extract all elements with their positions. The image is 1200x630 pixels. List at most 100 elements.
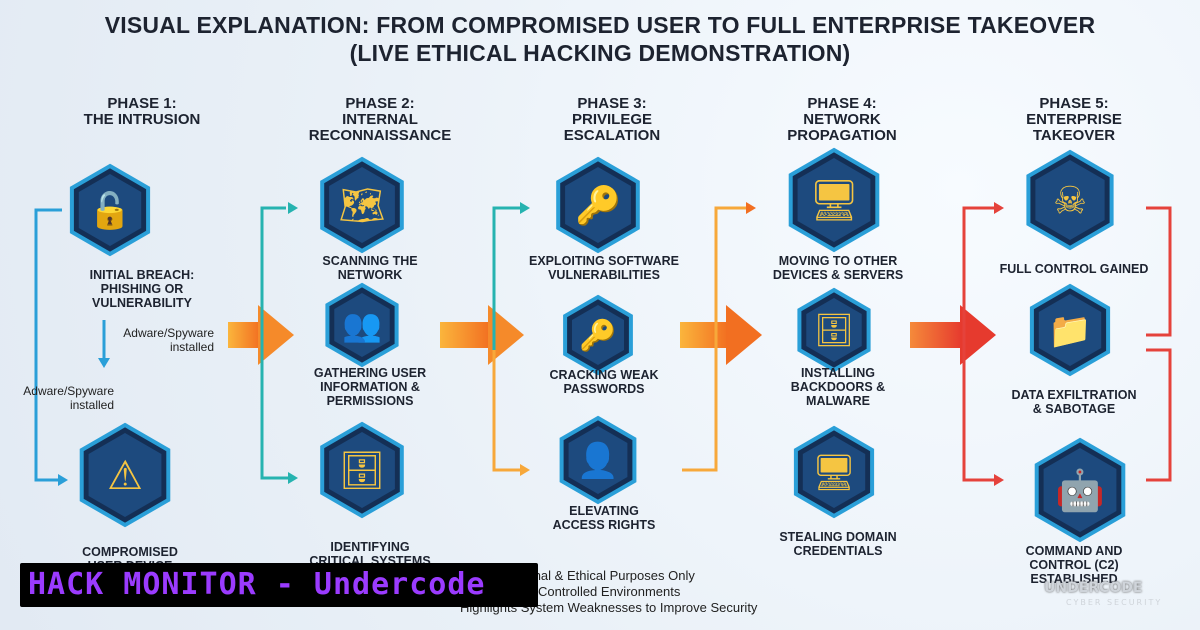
step-text: INFORMATION &	[320, 380, 420, 394]
step-text: CREDENTIALS	[793, 544, 883, 558]
svg-text:🔑: 🔑	[579, 317, 616, 354]
svg-text:🔓: 🔓	[88, 190, 132, 231]
hack-monitor-banner: HACK MONITOR - Undercode	[20, 563, 538, 607]
hex-key-box-icon: 🔑	[556, 156, 640, 254]
hex-laptop-warning-icon: ⚠	[79, 422, 171, 528]
hex-c2-robot-icon: 🤖	[1034, 437, 1126, 543]
phase-1-heading: PHASE 1:THE INTRUSION	[42, 96, 242, 128]
step-text: DATA EXFILTRATION	[1011, 388, 1137, 402]
hex-network-icon: 🖥	[788, 147, 880, 253]
step-text: INSTALLING	[800, 366, 876, 380]
step-text: ELEVATING	[569, 504, 639, 518]
step-text: VULNERABILITIES	[548, 268, 660, 282]
hex-skull-cloud-icon: ☠	[1026, 149, 1114, 251]
step-text: FULL CONTROL GAINED	[999, 262, 1149, 276]
svg-text:🖥: 🖥	[812, 453, 856, 493]
hex-access-rights-icon: 👤	[559, 415, 637, 505]
undercode-watermark: UNDERCODE	[1044, 580, 1143, 596]
svg-text:🖥: 🖥	[809, 178, 860, 224]
main-subtitle: (LIVE ETHICAL HACKING DEMONSTRATION)	[349, 40, 851, 66]
arrow-phase3-4	[680, 305, 762, 365]
hex-data-files-icon: 📁	[1029, 283, 1111, 377]
step-text: STEALING DOMAIN	[779, 530, 897, 544]
step-text: MALWARE	[806, 394, 870, 408]
step-exfiltration: DATA EXFILTRATION& SABOTAGE	[984, 388, 1164, 416]
phase-2-number: PHASE 2:	[345, 95, 415, 112]
step-text: PHISHING OR	[100, 282, 184, 296]
main-title: VISUAL EXPLANATION: FROM COMPROMISED USE…	[104, 12, 1096, 38]
phase-4-number: PHASE 4:	[807, 95, 877, 112]
step-text: ESTABLISHED	[1030, 572, 1118, 586]
step-text: INITIAL BREACH:	[89, 268, 195, 282]
step-text: CONTROL (C2)	[1029, 558, 1119, 572]
step-text: EXPLOITING SOFTWARE	[528, 254, 679, 268]
phase-3-name-2: ESCALATION	[563, 127, 661, 144]
note-text: installed	[69, 398, 114, 412]
step-text: CRACKING WEAK	[549, 368, 659, 382]
svg-text:🔑: 🔑	[575, 183, 621, 228]
svg-text:🗄: 🗄	[814, 311, 855, 349]
phase-5-name-2: TAKEOVER	[1032, 127, 1116, 144]
step-text: VULNERABILITY	[92, 296, 192, 310]
step-text: COMPROMISED	[82, 545, 178, 559]
phase-1-number: PHASE 1:	[107, 95, 177, 112]
phase-3-number: PHASE 3:	[577, 95, 647, 112]
arrow-phase4-5	[910, 305, 996, 365]
svg-text:🤖: 🤖	[1055, 467, 1105, 514]
step-text: PERMISSIONS	[326, 394, 414, 408]
hex-users-icon: 👥	[325, 282, 399, 368]
phase-4-name-1: NETWORK	[803, 111, 881, 128]
arrow-phase2-3	[440, 305, 524, 365]
step-text: SCANNING THE	[322, 254, 418, 268]
svg-text:📁: 📁	[1048, 311, 1092, 351]
phase-3-name-1: PRIVILEGE	[571, 111, 653, 128]
phase-2-name-1: INTERNAL	[342, 111, 418, 128]
svg-text:⚠: ⚠	[107, 453, 143, 499]
step-text: IDENTIFYING	[330, 540, 410, 554]
banner-text: HACK MONITOR - Undercode	[28, 567, 486, 602]
hex-map-icon: 🗺	[320, 156, 404, 254]
svg-text:🗄: 🗄	[339, 449, 386, 492]
note-text: Adware/Spyware	[23, 384, 114, 398]
svg-text:☠: ☠	[1053, 178, 1087, 222]
hex-lock-email-icon: 🔓	[69, 163, 151, 257]
step-text: PASSWORDS	[563, 382, 645, 396]
svg-text:🗺: 🗺	[339, 184, 386, 227]
step-text: COMMAND AND	[1025, 544, 1123, 558]
phase-5-number: PHASE 5:	[1039, 95, 1109, 112]
step-text: MOVING TO OTHER	[778, 254, 898, 268]
svg-text:👥: 👥	[342, 306, 382, 344]
step-text: BACKDOORS &	[790, 380, 886, 394]
svg-text:👤: 👤	[577, 441, 619, 481]
phase-5-name-1: ENTERPRISE	[1026, 111, 1122, 128]
step-text: & SABOTAGE	[1032, 402, 1116, 416]
step-text: GATHERING USER	[313, 366, 427, 380]
undercode-watermark-sub: CYBER SECURITY	[1066, 598, 1163, 607]
hex-servers-icon: 🗄	[797, 287, 871, 373]
step-text: ACCESS RIGHTS	[552, 518, 656, 532]
hex-domain-icon: 🖥	[793, 425, 875, 519]
phase-4-name-2: PROPAGATION	[787, 127, 897, 144]
phase-2-name-2: RECONNAISSANCE	[308, 127, 452, 144]
note-text: Adware/Spyware	[123, 326, 214, 340]
hex-database-icon: 🗄	[320, 421, 404, 519]
step-text: NETWORK	[337, 268, 403, 282]
step-text: DEVICES & SERVERS	[772, 268, 904, 282]
